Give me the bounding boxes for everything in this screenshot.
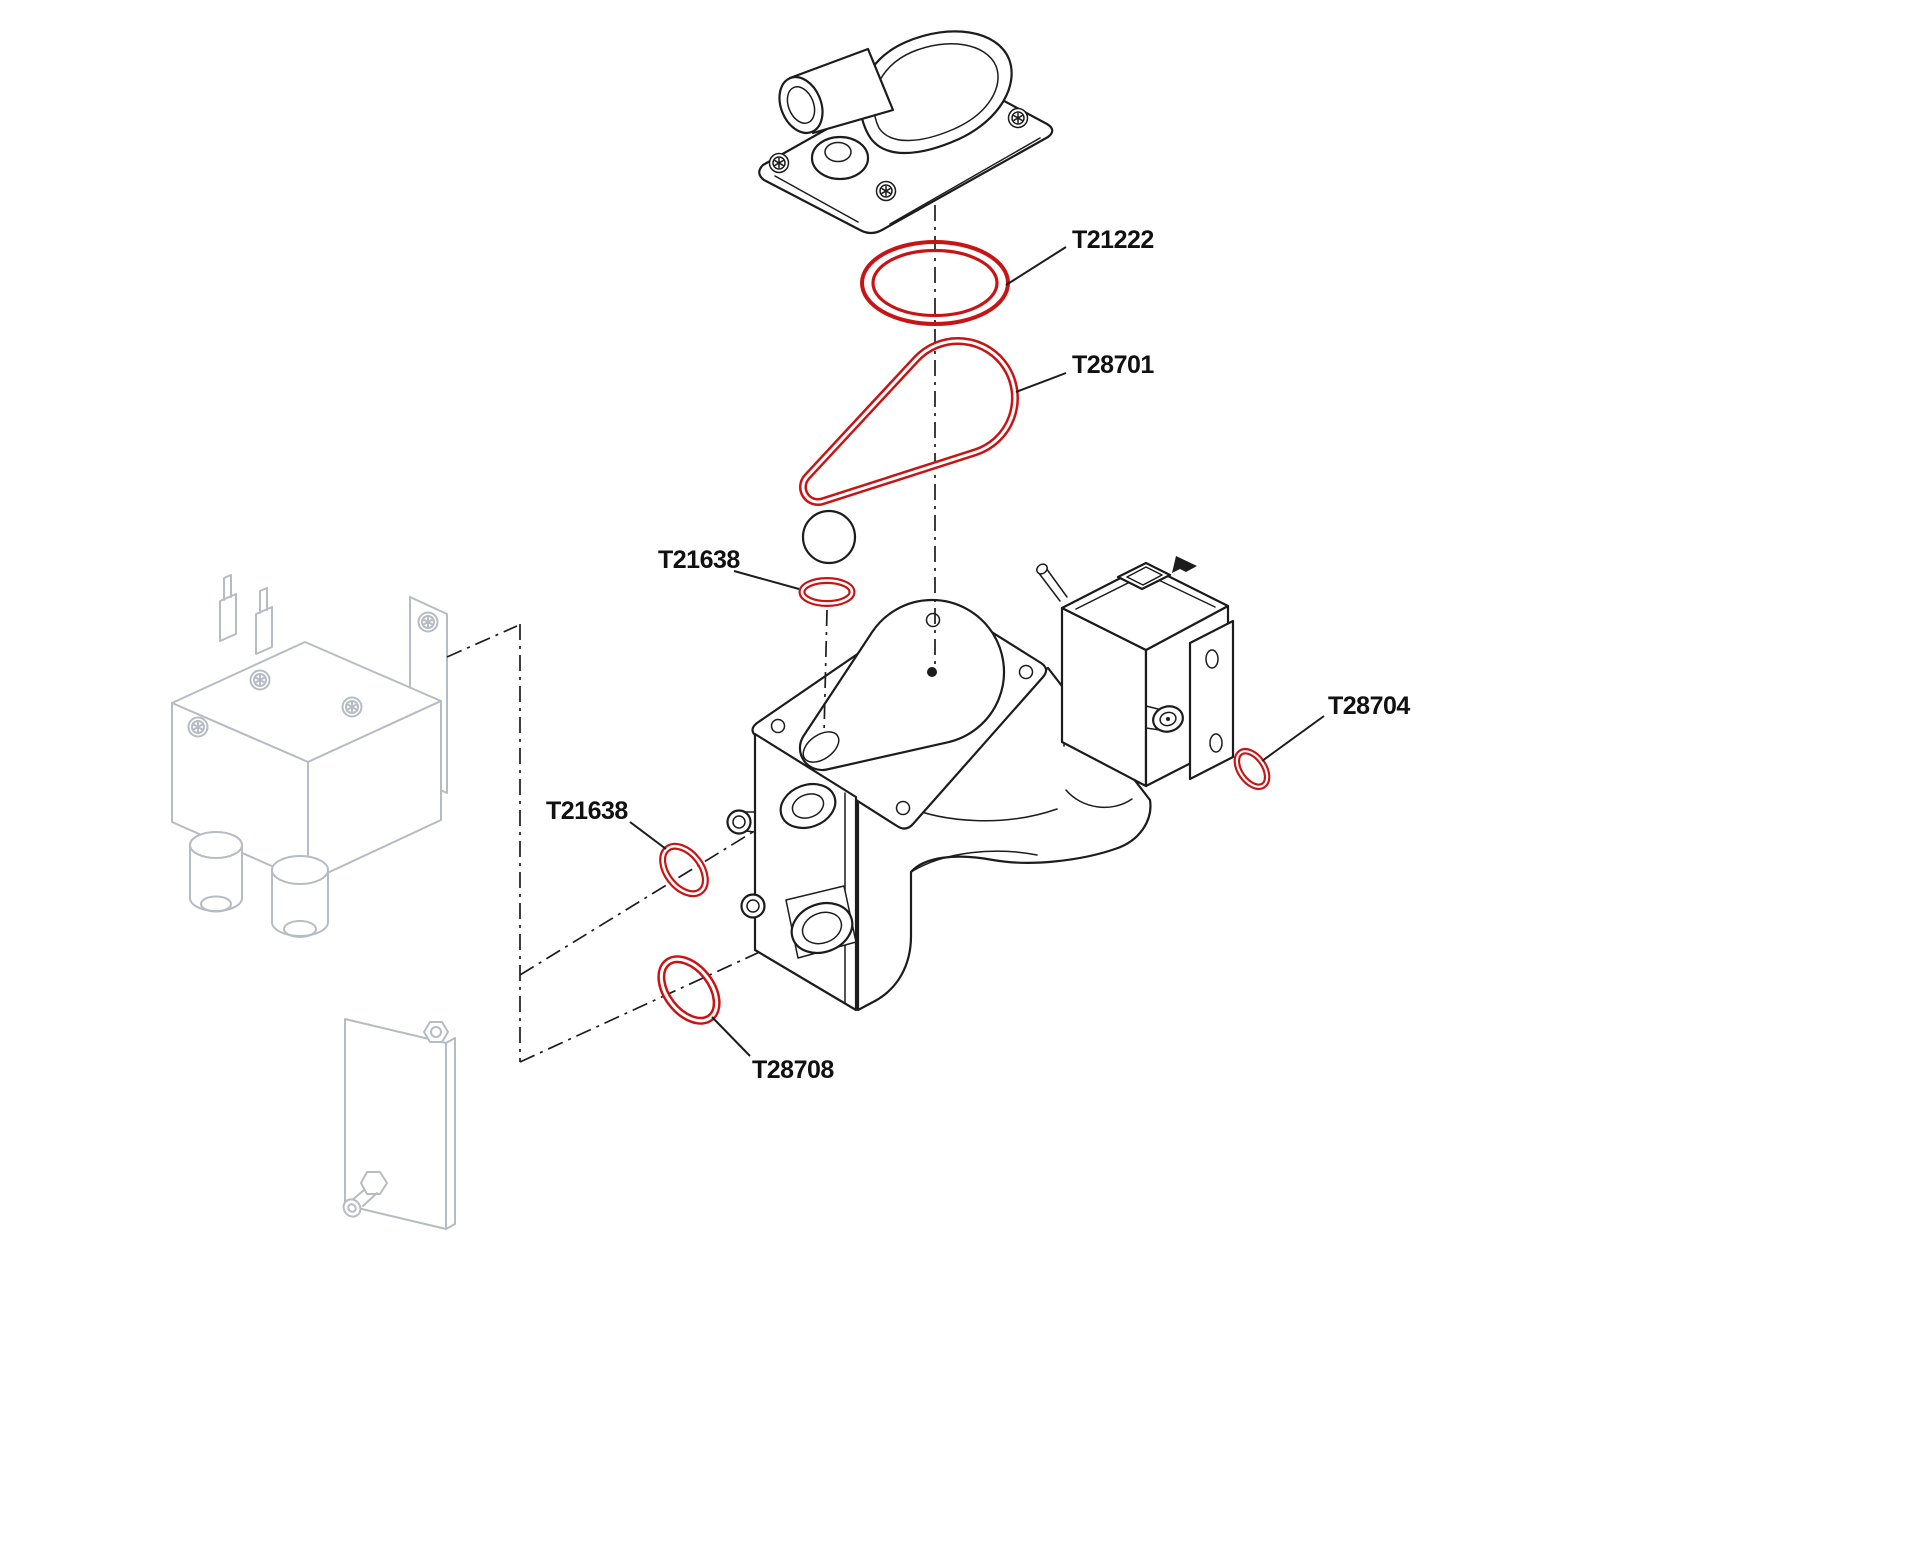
screw-icon [249, 669, 271, 691]
leader-lines [629, 246, 1325, 1057]
terminal [219, 593, 237, 642]
fitting-nut [360, 1171, 388, 1195]
side-bracket [1188, 619, 1235, 781]
direction-arrow-icon [1172, 556, 1197, 573]
reservoir-cap [1116, 561, 1172, 591]
part-label-t28701[interactable]: T28701 [1072, 351, 1154, 379]
mounting-plate-face [344, 1018, 447, 1230]
main-housing [726, 556, 1235, 1012]
screw-icon [768, 152, 790, 174]
cover-assembly [758, 30, 1054, 235]
pump-body-right [307, 700, 442, 883]
bolt-icon [740, 893, 766, 919]
part-label-t21638-upper[interactable]: T21638 [658, 546, 740, 574]
plate-port-hole [802, 731, 840, 763]
seal-T28701[interactable] [798, 337, 1019, 506]
bolt-icon [423, 1021, 449, 1043]
part-label-t21638-left[interactable]: T21638 [546, 797, 628, 825]
check-ball [801, 509, 857, 565]
seal-T28704[interactable] [1231, 746, 1274, 793]
part-label-t28708[interactable]: T28708 [752, 1056, 834, 1084]
screw-icon [417, 611, 439, 633]
screw-icon [875, 180, 897, 202]
seal-T21638-left[interactable] [654, 838, 714, 901]
seal-T28708[interactable] [650, 949, 728, 1031]
exploded-axis-centerlines [823, 205, 936, 735]
seal-T21638-upper[interactable] [798, 577, 856, 607]
part-label-t21222[interactable]: T21222 [1072, 226, 1154, 254]
reservoir-top [1060, 563, 1230, 652]
part-label-t28704[interactable]: T28704 [1328, 692, 1410, 720]
ghost-mounting-plate [342, 1018, 456, 1230]
bolt-icon [726, 809, 752, 835]
screw-icon [1007, 107, 1029, 129]
ghost-pump-assembly [171, 574, 448, 938]
terminal [255, 606, 273, 655]
screw-icon [341, 696, 363, 718]
screw-icon [187, 716, 209, 738]
teardrop-boss [798, 598, 1006, 772]
